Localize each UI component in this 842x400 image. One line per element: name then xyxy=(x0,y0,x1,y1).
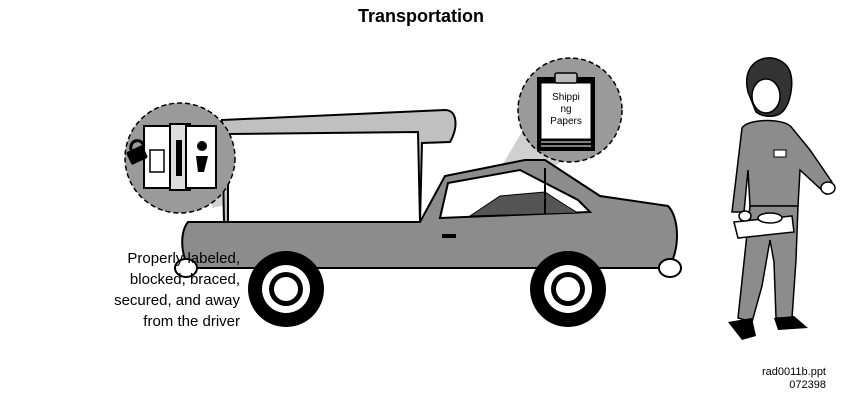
caption-line: Properly labeled, xyxy=(127,250,240,267)
file-name: rad0011b.ppt xyxy=(761,366,826,378)
front-light xyxy=(658,258,682,278)
canopy-side-window xyxy=(227,130,422,223)
clipboard-icon: Shippi ng Papers xyxy=(537,72,595,151)
caption-line: secured, and away xyxy=(114,292,240,309)
file-reference: rad0011b.ppt 072398 xyxy=(762,366,826,392)
slide-title: Transportation xyxy=(357,6,484,26)
labeled-packages-icon xyxy=(143,123,217,191)
rear-wheel xyxy=(248,251,324,327)
name-badge xyxy=(773,149,787,158)
papers-callout: Shippi ng Papers xyxy=(517,57,623,163)
cab-interior xyxy=(468,191,580,217)
rear-light xyxy=(174,258,198,278)
caption-line: blocked, braced, xyxy=(129,271,240,288)
papers-line-3: Papers xyxy=(550,116,582,127)
carried-tray-icon xyxy=(733,210,795,239)
file-code: 072398 xyxy=(789,379,826,391)
pickup-truck xyxy=(174,108,682,327)
door-handle xyxy=(442,234,456,238)
cargo-caption: Properly labeled, blocked, braced, secur… xyxy=(2,248,240,332)
cargo-callout xyxy=(124,102,236,214)
person-torso xyxy=(731,119,833,213)
front-wheel xyxy=(530,251,606,327)
person-figure xyxy=(728,57,836,340)
padlock-icon xyxy=(126,139,148,165)
papers-line-2: ng xyxy=(560,104,571,115)
caption-line: from the driver xyxy=(143,313,240,330)
papers-line-1: Shippi xyxy=(552,92,580,103)
